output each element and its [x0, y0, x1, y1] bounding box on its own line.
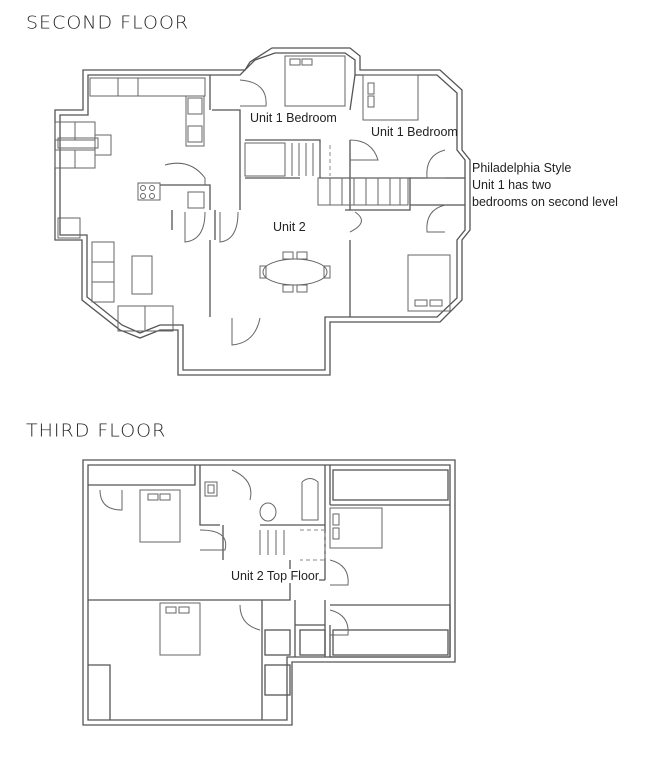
note-line-2: Unit 1 has two — [472, 178, 552, 192]
bed-third-top — [139, 489, 181, 543]
note-line-1: Philadelphia Style — [472, 161, 572, 175]
second-floor-plan — [54, 47, 471, 376]
philadelphia-style-note: Philadelphia Style Unit 1 has two bedroo… — [472, 160, 618, 211]
bed-third-right — [329, 507, 383, 549]
third-floor-plan — [82, 459, 456, 726]
room-label-unit1-bedroom-b: Unit 1 Bedroom — [371, 125, 458, 139]
note-line-3: bedrooms on second level — [472, 195, 618, 209]
dining-table-unit2 — [259, 251, 331, 293]
second-floor-title: SECOND FLOOR — [26, 12, 190, 34]
bed-third-lower — [159, 602, 201, 656]
bed-unit1-top — [284, 55, 346, 107]
bed-unit1-lower — [407, 254, 451, 312]
staircase-upper — [244, 142, 409, 206]
third-floor-title: THIRD FLOOR — [26, 420, 167, 442]
room-label-unit2: Unit 2 — [273, 220, 306, 234]
room-label-unit1-bedroom-a: Unit 1 Bedroom — [250, 111, 337, 125]
room-label-unit2-top-floor: Unit 2 Top Floor — [231, 569, 320, 583]
dining-table-left — [54, 121, 112, 169]
bed-unit1-right — [362, 74, 419, 121]
